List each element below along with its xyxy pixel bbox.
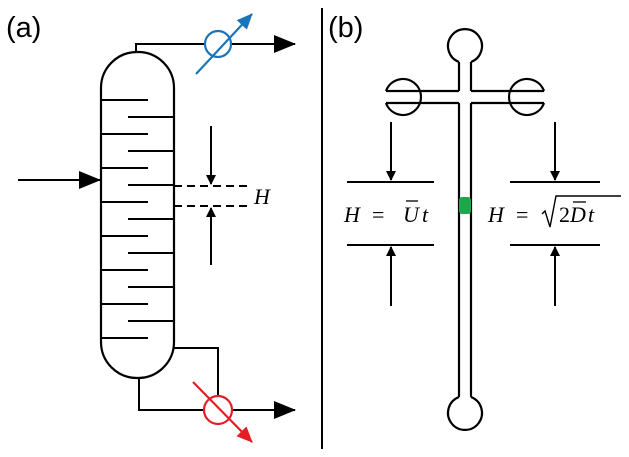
convective-indicator: H = U t	[343, 122, 434, 306]
time-symbol: t	[588, 202, 595, 227]
panel-b: (b) H =	[328, 12, 621, 432]
sample-plug	[459, 197, 471, 214]
height-label: H	[253, 184, 271, 209]
time-symbol: t	[422, 202, 429, 227]
formula-equals: =	[516, 202, 528, 227]
tray-spacing-indicator: H	[174, 126, 271, 265]
distillation-column	[99, 50, 176, 380]
reboiler-heat-arrow	[192, 381, 253, 443]
reboiler	[192, 381, 253, 443]
formula-equals: =	[372, 202, 384, 227]
reboiler-icon	[202, 394, 234, 426]
sqrt-radical	[541, 195, 621, 228]
formula-lhs: H	[343, 202, 361, 227]
bottoms-line	[174, 347, 219, 396]
column-trays	[101, 99, 174, 339]
overhead-line	[135, 43, 205, 53]
condenser-icon	[203, 29, 233, 59]
condenser	[195, 13, 253, 75]
panel-a: (a)	[6, 12, 296, 443]
microfluidic-channel	[384, 27, 546, 432]
velocity-symbol: U	[403, 202, 421, 227]
condenser-heat-arrow	[195, 13, 253, 75]
diffusive-indicator: H = 2 D t	[487, 122, 621, 306]
diffusive-formula: H = 2 D t	[487, 195, 621, 228]
formula-coefficient: 2	[559, 202, 570, 227]
panel-b-label: (b)	[328, 12, 363, 44]
bottoms-outlet-line	[138, 377, 205, 411]
left-reservoir	[384, 77, 422, 117]
panel-a-label: (a)	[6, 12, 41, 44]
top-reservoir	[446, 27, 484, 64]
bottom-reservoir	[446, 395, 484, 432]
formula-lhs: H	[487, 202, 505, 227]
convective-formula: H = U t	[343, 200, 429, 227]
diffusivity-symbol: D	[569, 202, 586, 227]
right-reservoir	[508, 77, 546, 117]
